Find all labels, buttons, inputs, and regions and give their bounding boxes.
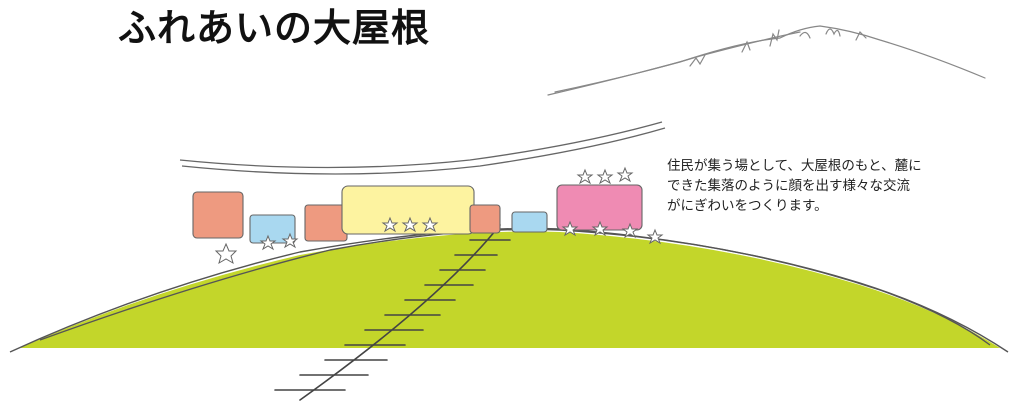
green-hill [20, 231, 1000, 348]
orange-block [469, 204, 501, 234]
star-figures [214, 166, 664, 265]
mountain-sketch [547, 25, 986, 96]
roof-lines [179, 121, 666, 175]
rail-track [274, 224, 511, 401]
orange-block [304, 204, 348, 242]
caption-line: できた集落のように顔を出す様々な交流 [667, 178, 910, 194]
blue-block [511, 211, 548, 233]
village-blocks [192, 184, 643, 244]
page-title: ふれあいの大屋根 [118, 6, 431, 50]
caption-line: 住民が集う場として、大屋根のもと、麓に [667, 158, 922, 174]
caption-text: 住民が集う場として、大屋根のもと、麓に できた集落のように顔を出す様々な交流 が… [667, 156, 997, 216]
orange-block [192, 191, 244, 239]
caption-line: がにぎわいをつくります。 [667, 198, 828, 214]
